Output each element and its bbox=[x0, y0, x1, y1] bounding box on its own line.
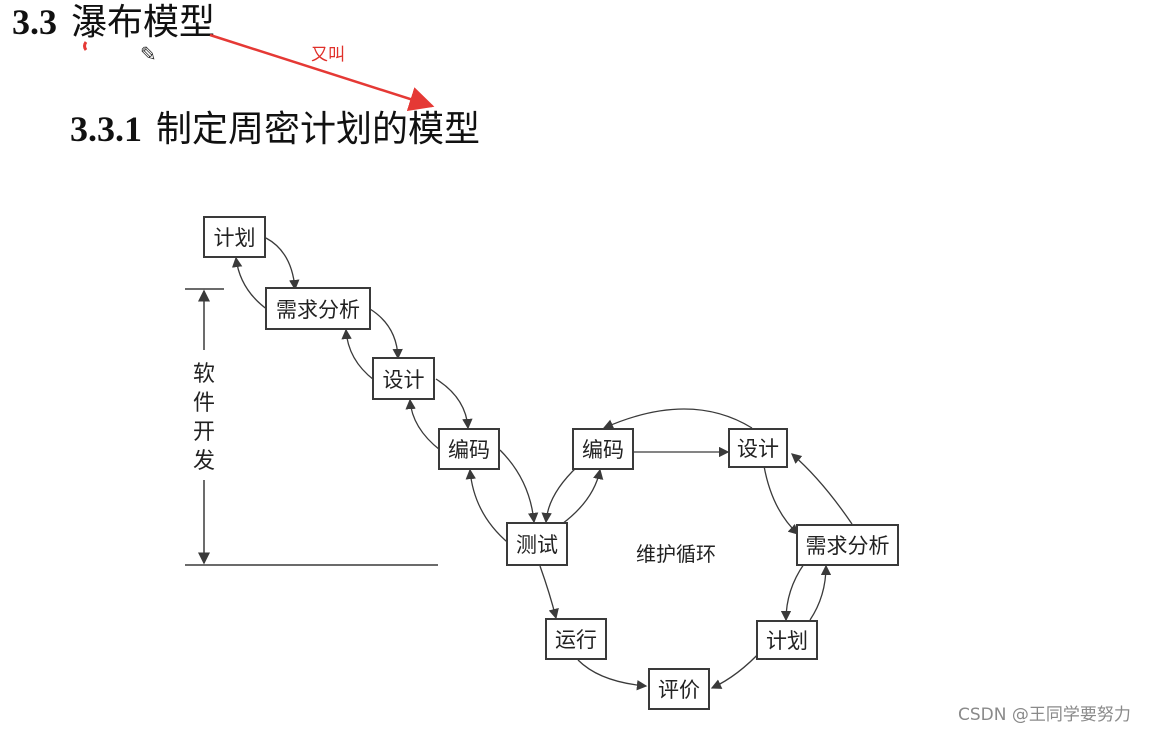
arrow-req-to-plan bbox=[780, 563, 805, 622]
arrow-design-to-code bbox=[435, 378, 473, 430]
arrow-req-back-plan bbox=[231, 256, 269, 311]
section-title: 瀑布模型 bbox=[71, 2, 216, 43]
stage-box-design: 设计 bbox=[372, 357, 435, 400]
arrow-run-to-eval bbox=[577, 659, 648, 691]
cycle-box-evaluation: 评价 bbox=[648, 668, 710, 710]
subsection-title: 制定周密计划的模型 bbox=[156, 109, 481, 150]
stage-box-plan: 计划 bbox=[203, 216, 266, 258]
arrow-design-back-code bbox=[602, 408, 753, 430]
arrow-test-to-code bbox=[561, 468, 604, 525]
dev-span-label: 软件开发 bbox=[190, 360, 218, 476]
arrow-req-back-design bbox=[791, 453, 853, 525]
subsection-number: 3.3.1 bbox=[70, 109, 142, 149]
cycle-box-plan: 计划 bbox=[756, 620, 818, 660]
arrow-code-to-test bbox=[499, 449, 539, 524]
red-arrow bbox=[209, 33, 435, 112]
arrow-req-to-design bbox=[369, 308, 403, 360]
cycle-box-coding: 编码 bbox=[572, 428, 634, 470]
arrow-design-to-req bbox=[763, 465, 799, 535]
stage-box-coding: 编码 bbox=[438, 428, 500, 470]
arrow-plan-to-eval bbox=[710, 649, 763, 689]
section-heading: 3.3 瀑布模型 bbox=[12, 0, 215, 45]
arrow-plan-back-req bbox=[809, 564, 832, 621]
cycle-label: 维护循环 bbox=[636, 542, 716, 566]
arrow-code-back-test bbox=[541, 465, 579, 524]
stage-box-testing: 测试 bbox=[506, 522, 568, 566]
arrow-code-back-design bbox=[405, 398, 441, 451]
watermark: CSDN @王同学要努力 bbox=[958, 705, 1131, 725]
cycle-box-design: 设计 bbox=[728, 428, 788, 468]
subsection-heading: 3.3.1 制定周密计划的模型 bbox=[70, 104, 480, 155]
cycle-box-requirements: 需求分析 bbox=[796, 524, 899, 566]
cycle-box-run: 运行 bbox=[545, 618, 607, 660]
annotation-text: 又叫 bbox=[311, 45, 345, 65]
red-mark bbox=[83, 41, 88, 51]
section-number: 3.3 bbox=[12, 2, 57, 42]
arrow-test-back-code bbox=[465, 468, 513, 547]
arrow-test-to-run bbox=[539, 565, 559, 620]
arrow-plan-to-req bbox=[265, 237, 300, 291]
stage-box-requirements: 需求分析 bbox=[265, 287, 371, 330]
pencil-icon: ✎ bbox=[140, 42, 157, 66]
arrow-design-back-req bbox=[341, 328, 375, 381]
